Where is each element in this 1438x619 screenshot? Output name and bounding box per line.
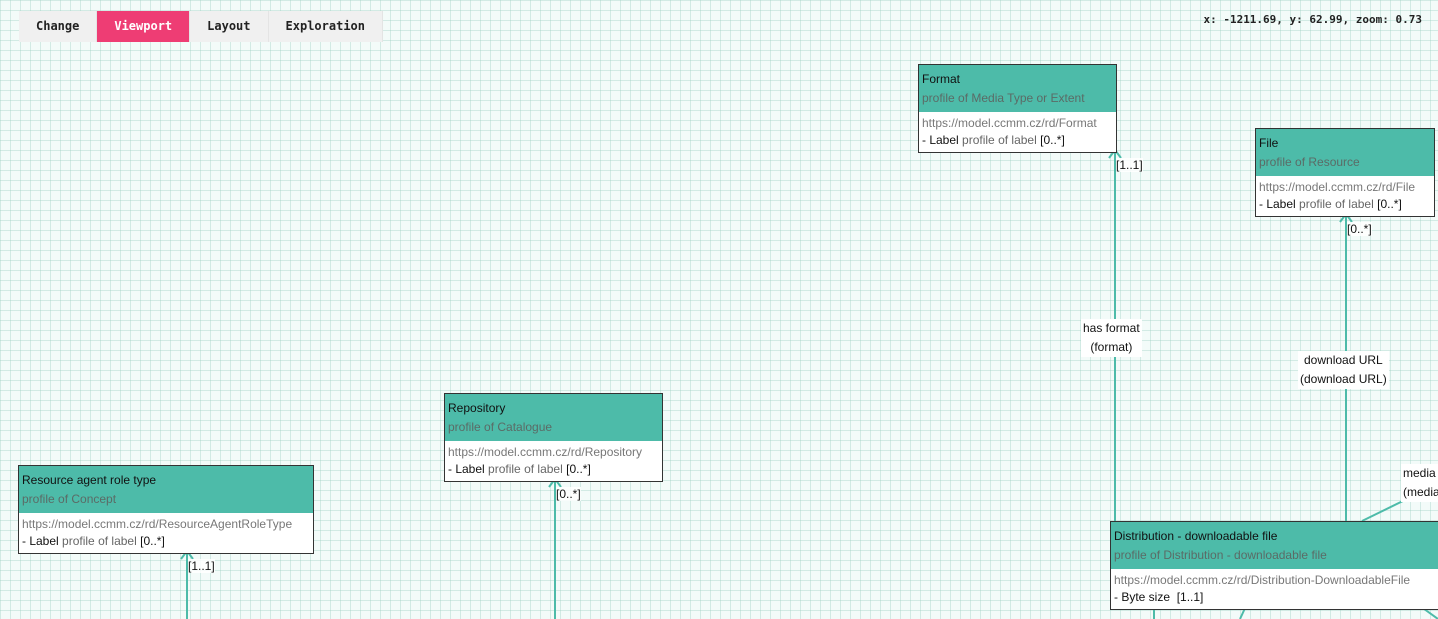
edge-label-iri: (media [1403, 485, 1438, 499]
node-profile: profile of Concept [22, 492, 117, 506]
attr-profile: profile of label [488, 462, 563, 476]
node-title: Resource agent role type [22, 473, 157, 487]
attr-name: - Label [1259, 197, 1296, 211]
node-title: Format [922, 72, 961, 86]
tab-exploration[interactable]: Exploration [269, 11, 383, 42]
node-iri: https://model.ccmm.cz/rd/Repository [448, 445, 643, 459]
node-header: Resource agent role type profile of Conc… [19, 466, 313, 513]
edge-label-iri: (format) [1090, 340, 1133, 354]
node-attribute: - Label profile of label [0..*] [19, 533, 313, 553]
attr-name: - Label [922, 133, 959, 147]
edge-label-has-format[interactable]: has format (format) [1081, 319, 1142, 357]
edge-label-name: has format [1083, 321, 1140, 335]
attr-cardinality: [0..*] [1040, 133, 1065, 147]
node-iri: https://model.ccmm.cz/rd/Format [922, 116, 1097, 130]
viewport-coords: x: -1211.69, y: 62.99, zoom: 0.73 [1203, 13, 1422, 26]
node-title: File [1259, 136, 1279, 150]
node-file[interactable]: File profile of Resource https://model.c… [1255, 128, 1435, 217]
node-iri: https://model.ccmm.cz/rd/ResourceAgentRo… [22, 517, 293, 531]
edge-label-media[interactable]: media (media [1401, 464, 1438, 502]
node-header: Format profile of Media Type or Extent [919, 65, 1116, 112]
node-header: File profile of Resource [1256, 129, 1434, 176]
edge-media [1361, 499, 1406, 522]
node-attribute: - Label profile of label [0..*] [1256, 196, 1434, 216]
edge-label-name: media [1403, 466, 1436, 480]
node-profile: profile of Catalogue [448, 420, 553, 434]
mode-toolbar: Change Viewport Layout Exploration [19, 11, 383, 42]
edge-label-download-url[interactable]: download URL (download URL) [1298, 351, 1389, 389]
node-format[interactable]: Format profile of Media Type or Extent h… [918, 64, 1117, 153]
node-title: Repository [448, 401, 506, 415]
node-iri: https://model.ccmm.cz/rd/File [1259, 180, 1416, 194]
node-repository[interactable]: Repository profile of Catalogue https://… [444, 393, 663, 482]
node-header: Distribution - downloadable file profile… [1111, 522, 1438, 569]
cardinality-repository: [0..*] [556, 487, 581, 501]
attr-name: - Label [448, 462, 485, 476]
node-iri: https://model.ccmm.cz/rd/Distribution-Do… [1114, 573, 1411, 587]
node-resource-agent-role-type[interactable]: Resource agent role type profile of Conc… [18, 465, 314, 554]
node-profile: profile of Distribution - downloadable f… [1114, 548, 1327, 562]
attr-cardinality: [0..*] [140, 534, 165, 548]
cardinality-file: [0..*] [1347, 222, 1372, 236]
attr-profile: profile of label [1299, 197, 1374, 211]
attr-cardinality: [1..1] [1176, 590, 1204, 604]
node-attribute: - Label profile of label [0..*] [445, 461, 662, 481]
cardinality-format: [1..1] [1116, 158, 1143, 172]
edge-label-name: download URL [1304, 353, 1383, 367]
node-profile: profile of Media Type or Extent [922, 91, 1085, 105]
node-title: Distribution - downloadable file [1114, 529, 1278, 543]
node-attribute: - Byte size [1..1] [1111, 589, 1438, 609]
tab-layout[interactable]: Layout [190, 11, 269, 42]
node-attribute: - Label profile of label [0..*] [919, 132, 1116, 152]
node-header: Repository profile of Catalogue [445, 394, 662, 441]
tab-change[interactable]: Change [19, 11, 98, 42]
attr-cardinality: [0..*] [1377, 197, 1402, 211]
attr-cardinality: [0..*] [566, 462, 591, 476]
node-distribution-downloadable-file[interactable]: Distribution - downloadable file profile… [1110, 521, 1438, 610]
tab-viewport[interactable]: Viewport [97, 11, 191, 42]
node-profile: profile of Resource [1259, 155, 1360, 169]
attr-profile: profile of label [962, 133, 1037, 147]
edge-label-iri: (download URL) [1300, 372, 1387, 386]
attr-name: - Byte size [1114, 590, 1171, 604]
cardinality-agent-role: [1..1] [188, 559, 215, 573]
attr-profile: profile of label [62, 534, 137, 548]
attr-name: - Label [22, 534, 59, 548]
